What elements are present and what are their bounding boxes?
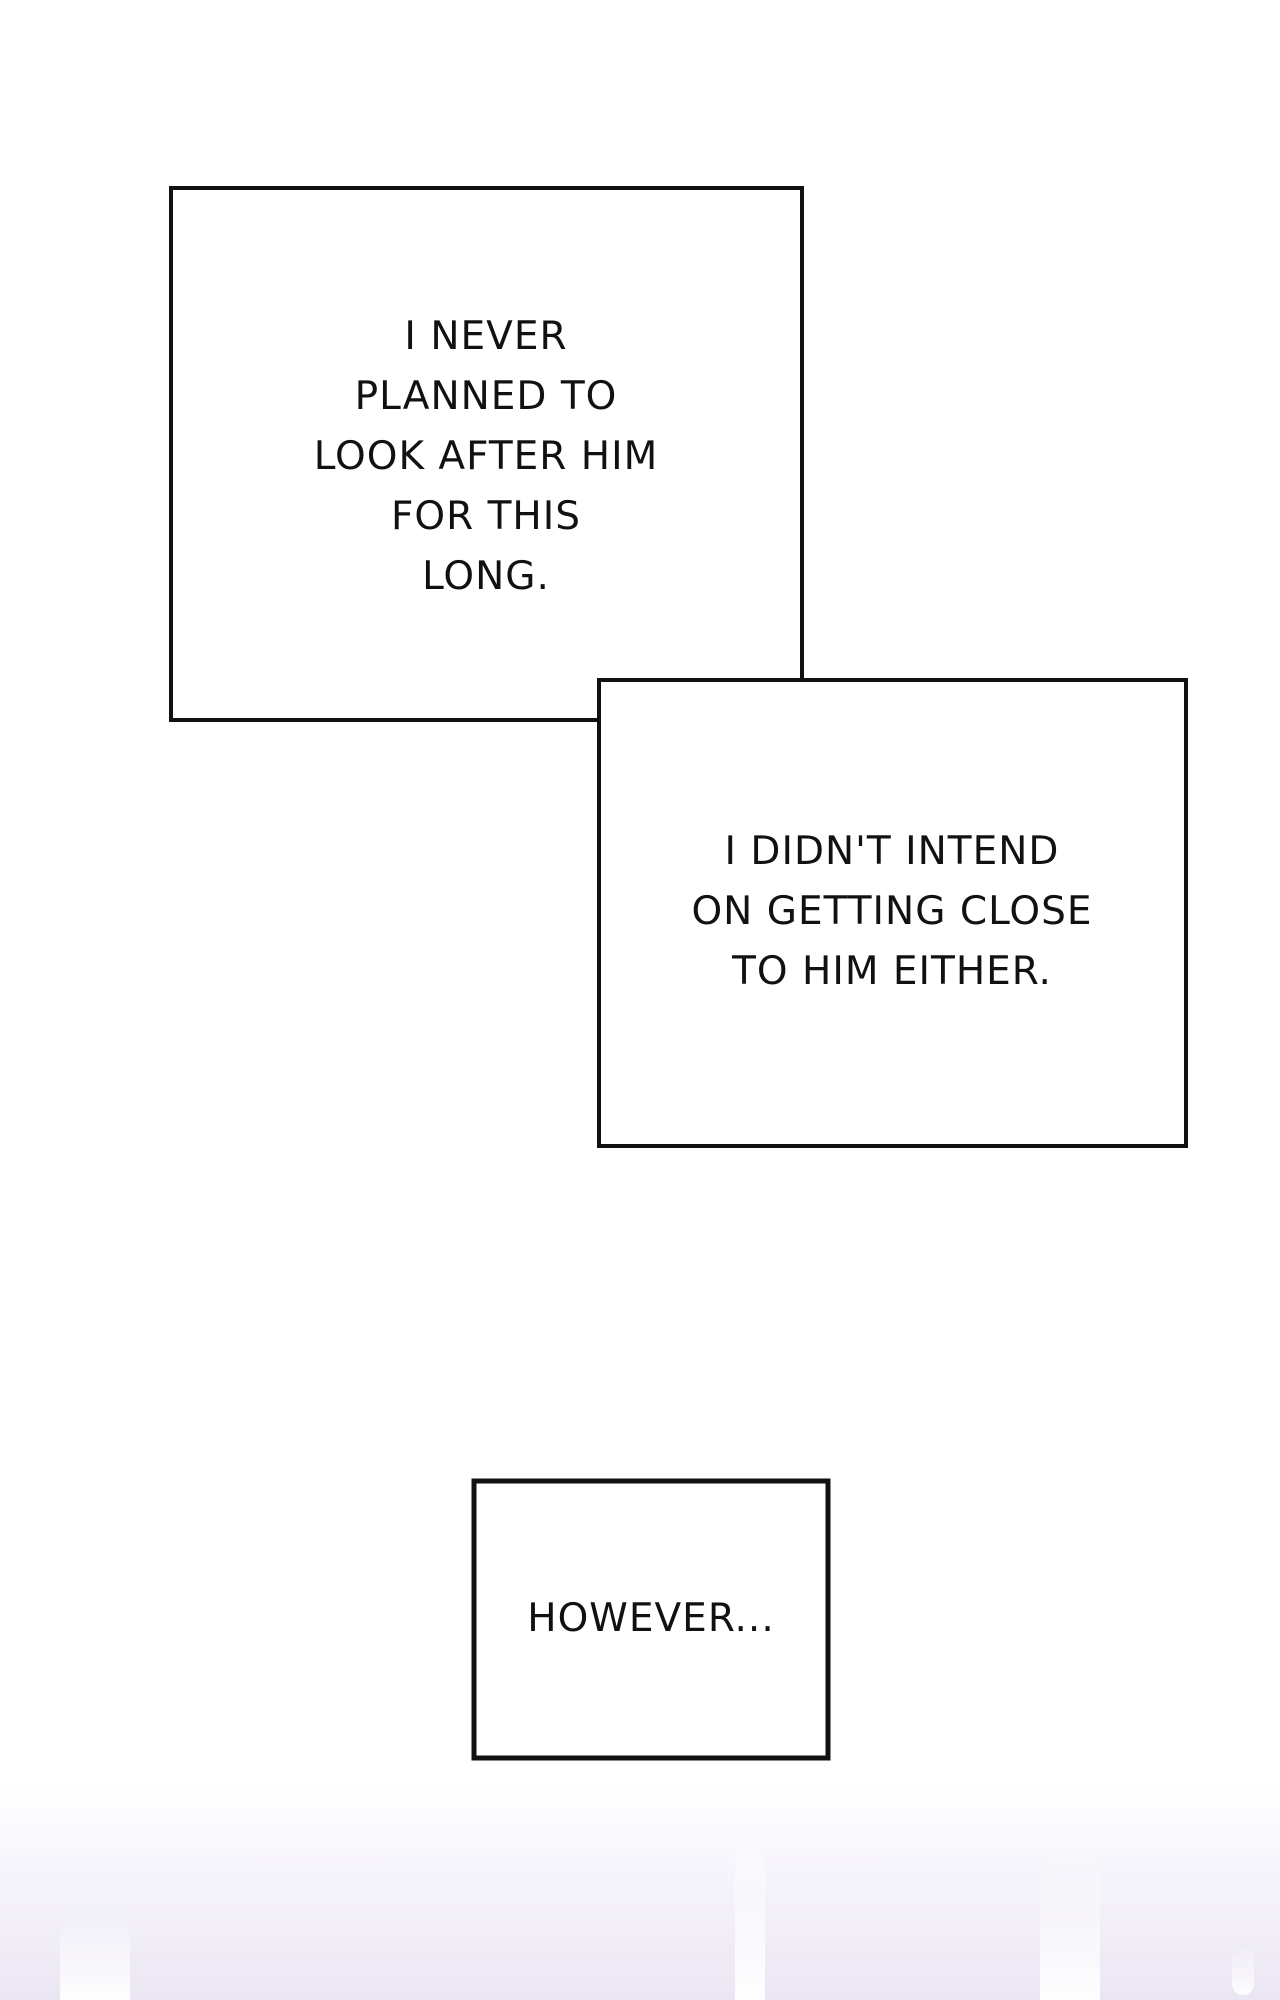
caption-box-2-frame [597,678,1188,1148]
caption-line: FOR THIS [390,494,582,539]
caption-text-2: I DIDN'T INTEND ON GETTING CLOSE TO HIM … [691,822,1092,1002]
caption-text-3: HOWEVER... [527,1589,774,1649]
light-streak [1040,1850,1100,2000]
caption-line: LONG. [422,554,550,599]
caption-line: TO HIM EITHER. [732,949,1052,994]
caption-line: PLANNED TO [354,374,618,419]
caption-line: LOOK AFTER HIM [313,434,659,479]
light-streak [735,1810,765,2000]
light-streak [1232,1945,1254,1995]
caption-line: HOWEVER... [527,1596,775,1641]
caption-text-1: I NEVER PLANNED TO LOOK AFTER HIM FOR TH… [314,307,659,607]
caption-line: I NEVER [404,314,568,359]
caption-box-3-frame [471,1478,831,1761]
caption-line: I DIDN'T INTEND [724,829,1060,874]
light-streak [60,1905,130,2000]
caption-box-1-frame [169,186,804,722]
caption-line: ON GETTING CLOSE [691,889,1093,934]
